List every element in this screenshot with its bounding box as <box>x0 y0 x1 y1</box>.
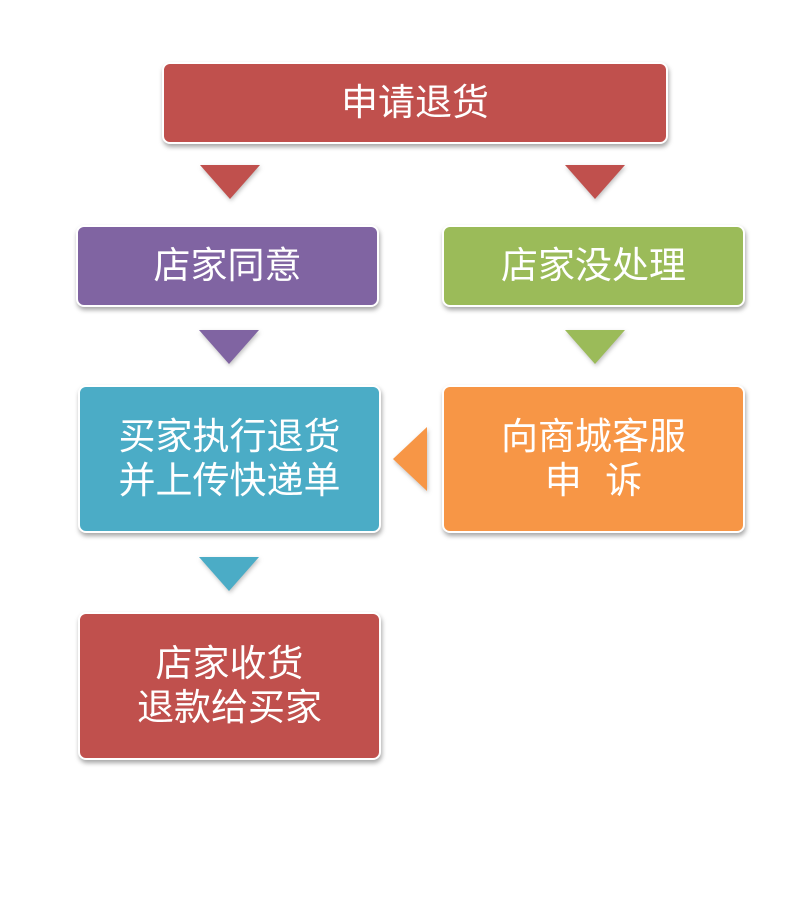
request-return-box: 申请退货 <box>162 62 668 144</box>
request-return-label: 申请退货 <box>341 80 489 124</box>
buyer-returns-box: 买家执行退货 并上传快递单 <box>78 385 381 533</box>
seller-no-response-box: 店家没处理 <box>442 225 745 307</box>
complain-service-box: 向商城客服 申 诉 <box>442 385 745 533</box>
arrow-down-purple <box>199 330 259 364</box>
seller-refund-box: 店家收货 退款给买家 <box>78 612 381 760</box>
arrow-down-left-red <box>200 165 260 199</box>
buyer-returns-line2: 并上传快递单 <box>118 459 341 502</box>
complain-service-line1: 向商城客服 <box>501 414 686 458</box>
seller-refund-line2: 退款给买家 <box>137 686 322 729</box>
complain-service-line2: 申 诉 <box>544 459 643 502</box>
seller-agrees-label: 店家同意 <box>153 243 302 287</box>
buyer-returns-line1: 买家执行退货 <box>118 414 341 458</box>
arrow-down-green <box>565 330 625 364</box>
arrow-down-teal <box>199 557 259 591</box>
arrow-left-orange <box>393 427 427 491</box>
seller-no-response-label: 店家没处理 <box>501 243 686 287</box>
arrow-down-right-red <box>565 165 625 199</box>
seller-agrees-box: 店家同意 <box>76 225 379 307</box>
seller-refund-line1: 店家收货 <box>155 641 304 685</box>
